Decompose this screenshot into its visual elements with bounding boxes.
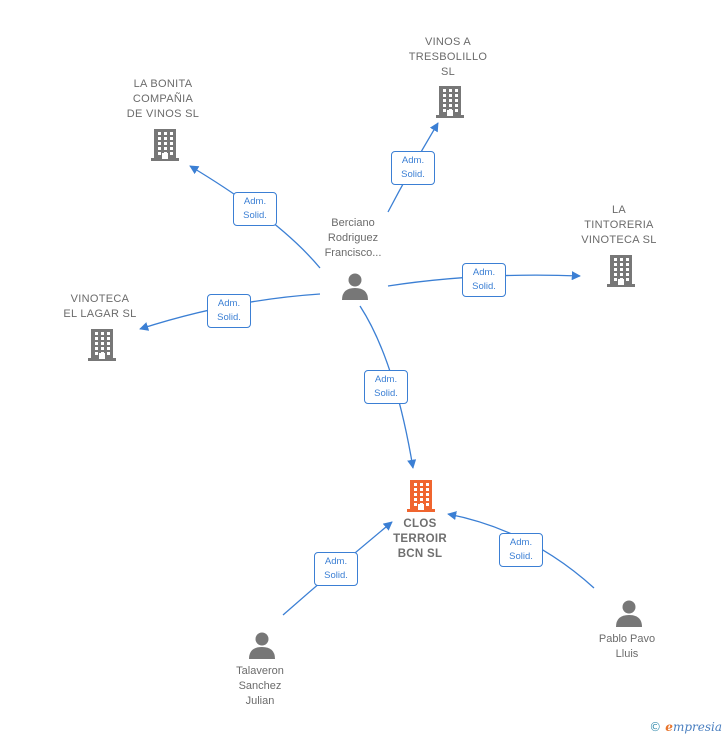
building-icon[interactable] [150, 128, 180, 167]
relation-badge[interactable]: Adm. Solid. [462, 263, 506, 297]
node-label-lagar[interactable]: VINOTECA EL LAGAR SL [63, 293, 137, 320]
relation-badge[interactable]: Adm. Solid. [364, 370, 408, 404]
node-label-clos[interactable]: CLOS TERROIR BCN SL [393, 518, 447, 560]
person-icon[interactable] [614, 598, 644, 633]
brand-name: mpresia [672, 720, 722, 734]
person-icon[interactable] [340, 271, 370, 306]
relation-badge[interactable]: Adm. Solid. [314, 552, 358, 586]
building-icon[interactable] [606, 254, 636, 293]
empresia-logo: ©empresia [649, 720, 722, 734]
relation-badge[interactable]: Adm. Solid. [207, 294, 251, 328]
node-label-vinos_tres[interactable]: VINOS A TRESBOLILLO SL [408, 36, 488, 78]
building-icon[interactable] [435, 85, 465, 124]
building-icon[interactable] [87, 328, 117, 367]
person-icon[interactable] [247, 630, 277, 665]
node-label-tintoreria[interactable]: LA TINTORERIA VINOTECA SL [581, 204, 657, 246]
node-label-pablo[interactable]: Pablo Pavo Lluis [598, 633, 656, 660]
relation-badge[interactable]: Adm. Solid. [233, 192, 277, 226]
building-icon[interactable] [406, 479, 436, 518]
node-label-berciano[interactable]: Berciano Rodriguez Francisco... [324, 217, 382, 259]
brand-initial: e [665, 720, 673, 734]
node-label-bonita[interactable]: LA BONITA COMPAÑIA DE VINOS SL [126, 78, 200, 120]
relation-badge[interactable]: Adm. Solid. [499, 533, 543, 567]
node-label-talaveron[interactable]: Talaveron Sanchez Julian [236, 665, 284, 707]
copyright-icon: © [649, 720, 662, 734]
relation-badge[interactable]: Adm. Solid. [391, 151, 435, 185]
